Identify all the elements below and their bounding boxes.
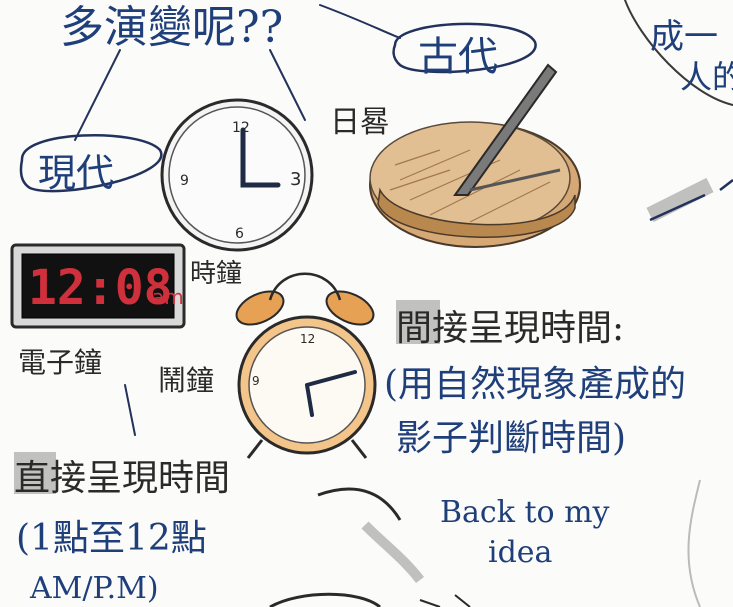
wall-clock-9: 9 [180,173,189,189]
indirect-title: 間接呈現時間: [396,308,624,349]
sundial-label: 日晷 [330,105,390,140]
wall-clock-label: 時鐘 [190,259,242,289]
digital-clock-label: 電子鐘 [18,346,102,379]
wall-clock-6: 6 [235,226,244,242]
direct-line2: AM/P.M) [29,571,159,606]
direct-section: 直接呈現時間 (1點至12點 AM/P.M) [14,452,230,606]
indirect-section: 間接呈現時間: (用自然現象產成的 影子判斷時間) [384,300,686,459]
ancient-bubble: 古代 [392,22,537,80]
alarm-clock: 12 9 鬧鐘 [158,272,377,459]
wall-clock-12: 12 [232,120,250,136]
arrow-fragment [646,177,733,223]
alarm-clock-9: 9 [252,374,260,388]
digital-clock-time: 12:08 [28,260,173,316]
direct-line1: (1點至12點 [16,518,207,559]
digital-clock: 12:08 am 電子鐘 [10,243,186,379]
alarm-clock-12: 12 [300,332,315,346]
connector-lines [74,4,401,436]
sundial: 日晷 [330,63,581,248]
top-right-line1: 成一 [650,17,718,57]
wall-clock-3: 3 [290,169,301,190]
top-right-note: 成一 人的 [624,0,733,106]
indirect-line1: (用自然現象產成的 [384,364,686,405]
direct-title: 直接呈現時間 [14,458,230,499]
back-note-line2: idea [488,535,553,570]
digital-clock-suffix: am [152,285,184,309]
top-title: 多演變呢?? [60,2,283,53]
back-note-line1: Back to my [440,495,610,530]
indirect-line2: 影子判斷時間) [396,418,626,459]
ancient-label: 古代 [418,34,498,80]
modern-label: 現代 [38,151,114,195]
bottom-fragments [269,479,701,607]
wall-clock: 12 3 6 9 時鐘 [160,98,314,289]
back-note: Back to my idea [317,487,610,584]
top-right-line2: 人的 [680,58,733,96]
alarm-clock-label: 鬧鐘 [158,364,214,397]
modern-bubble: 現代 [19,134,163,195]
